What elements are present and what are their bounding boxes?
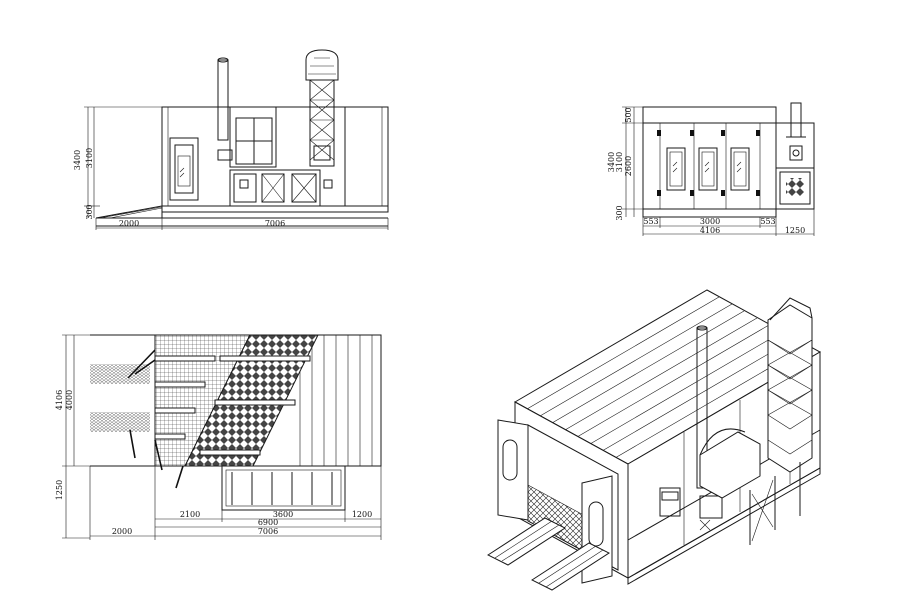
plan-dim-6900: 6900 [258,518,278,527]
side-dim-2000: 2000 [119,219,139,228]
front-dim-3000: 3000 [700,217,720,226]
side-dim-7006: 7006 [265,219,285,228]
side-dim-3100: 3100 [85,148,94,168]
plan-dim-1250: 1250 [55,480,64,500]
plan-dim-7006: 7006 [258,527,278,536]
front-dim-2600: 2600 [624,156,633,176]
front-dim-3400: 3400 [607,152,616,172]
plan-dim-2000: 2000 [112,527,132,536]
front-dim-300: 300 [615,205,624,220]
plan-dim-4106: 4106 [55,390,64,410]
front-dim-3100: 3100 [615,152,624,172]
plan-dim-1200: 1200 [352,510,372,519]
front-dim-4106: 4106 [700,226,720,235]
plan-dim-3600: 3600 [273,510,293,519]
front-dim-553-right: 553 [760,217,775,226]
plan-view-drawing [62,334,382,540]
plan-dim-2100: 2100 [180,510,200,519]
front-dim-1250: 1250 [785,226,805,235]
isometric-drawing [486,289,822,591]
side-elevation-drawing [84,49,389,230]
side-dim-300: 300 [85,204,94,219]
front-dim-553-left: 553 [643,217,658,226]
front-elevation-drawing [622,102,815,236]
side-dim-3400: 3400 [73,150,82,170]
front-dim-500: 500 [624,107,633,122]
plan-dim-4000: 4000 [65,390,74,410]
